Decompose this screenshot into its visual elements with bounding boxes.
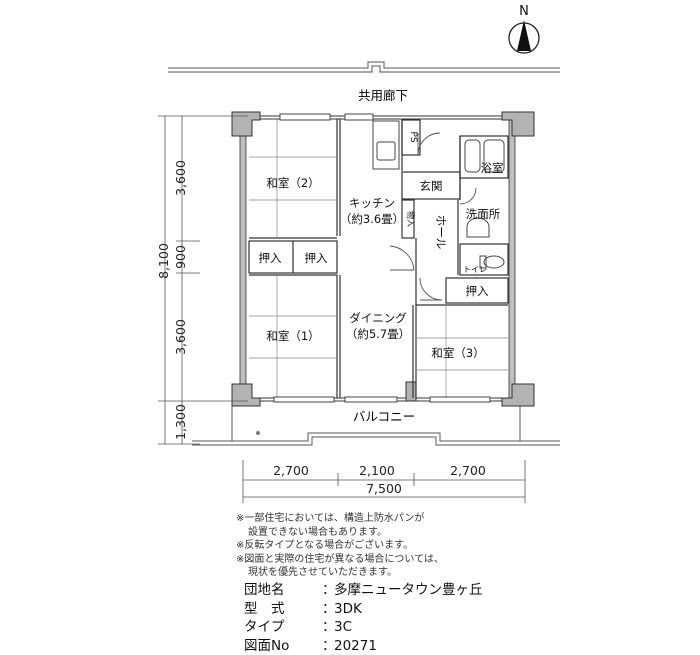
room-label-washroom: 洗面所 xyxy=(466,207,501,221)
room-label-ps: PS xyxy=(408,131,418,142)
subtype-label: タイプ xyxy=(244,618,322,637)
room-label-oshiire-1: 押入 xyxy=(259,251,282,265)
dim-v-1: 3,600 xyxy=(173,160,188,196)
dim-h-2: 2,100 xyxy=(359,463,395,478)
room-label-kitchen-size: （約3.6畳） xyxy=(340,212,404,226)
info-row-danchi: 団地名 ： 多摩ニュータウン豊ヶ丘 xyxy=(244,581,483,600)
drawing-label: 図面No xyxy=(244,637,322,655)
room-label-storage: 物入 xyxy=(406,211,416,227)
room-label-kitchen: キッチン xyxy=(349,196,395,210)
subtype-value: 3C xyxy=(334,618,352,637)
room-label-genkan: 玄関 xyxy=(420,179,443,193)
balcony-drain-icon xyxy=(256,431,260,435)
dim-v-total: 8,100 xyxy=(156,243,171,279)
note-line: ※一部住宅においては、構造上防水パンが xyxy=(236,512,444,526)
type-label: 型 式 xyxy=(244,600,322,619)
dim-h-total: 7,500 xyxy=(366,481,402,496)
room-label-oshiire-2: 押入 xyxy=(305,251,328,265)
dim-v-2: 900 xyxy=(173,245,188,269)
north-label: N xyxy=(519,4,529,19)
note-line: 設置できない場合もあります。 xyxy=(236,526,444,540)
note-line: 現状を優先させていただきます。 xyxy=(236,566,444,580)
unit-info: 団地名 ： 多摩ニュータウン豊ヶ丘 型 式 ： 3DK タイプ ： 3C 図面N… xyxy=(244,581,483,655)
info-row-drawing: 図面No ： 20271 xyxy=(244,637,483,655)
danchi-label: 団地名 xyxy=(244,581,322,600)
dim-v-4: 1,300 xyxy=(173,404,188,440)
info-row-type: 型 式 ： 3DK xyxy=(244,600,483,619)
room-label-washitsu3: 和室（3） xyxy=(431,346,484,360)
note-line: ※図面と実際の住宅が異なる場合については、 xyxy=(236,553,444,567)
room-label-dining: ダイニング xyxy=(349,311,407,325)
balcony-label: バルコニー xyxy=(353,409,415,424)
drawing-value: 20271 xyxy=(334,637,377,655)
info-colon: ： xyxy=(322,581,334,600)
corridor-label: 共用廊下 xyxy=(358,88,408,103)
north-arrow-icon: N xyxy=(509,4,539,53)
notes: ※一部住宅においては、構造上防水パンが 設置できない場合もあります。 ※反転タイ… xyxy=(236,512,444,580)
dim-h-3: 2,700 xyxy=(450,463,486,478)
note-line: ※反転タイプとなる場合がございます。 xyxy=(236,539,444,553)
room-label-dining-size: （約5.7畳） xyxy=(346,327,410,341)
corridor-railing xyxy=(168,62,560,72)
room-label-hall: ホール xyxy=(434,215,448,250)
info-colon: ： xyxy=(322,600,334,619)
info-colon: ： xyxy=(322,637,334,655)
room-label-toilet: トイレ xyxy=(463,265,487,274)
dim-v-3: 3,600 xyxy=(173,319,188,355)
room-label-oshiire-3: 押入 xyxy=(466,284,489,298)
room-label-washitsu1: 和室（1） xyxy=(266,329,319,343)
info-colon: ： xyxy=(322,618,334,637)
type-value: 3DK xyxy=(334,600,362,619)
danchi-value: 多摩ニュータウン豊ヶ丘 xyxy=(334,581,483,600)
kitchen-sink-icon xyxy=(373,121,399,169)
room-label-bath: 浴室 xyxy=(481,161,504,175)
dim-h-1: 2,700 xyxy=(273,463,309,478)
info-row-subtype: タイプ ： 3C xyxy=(244,618,483,637)
room-label-washitsu2: 和室（2） xyxy=(266,176,319,190)
